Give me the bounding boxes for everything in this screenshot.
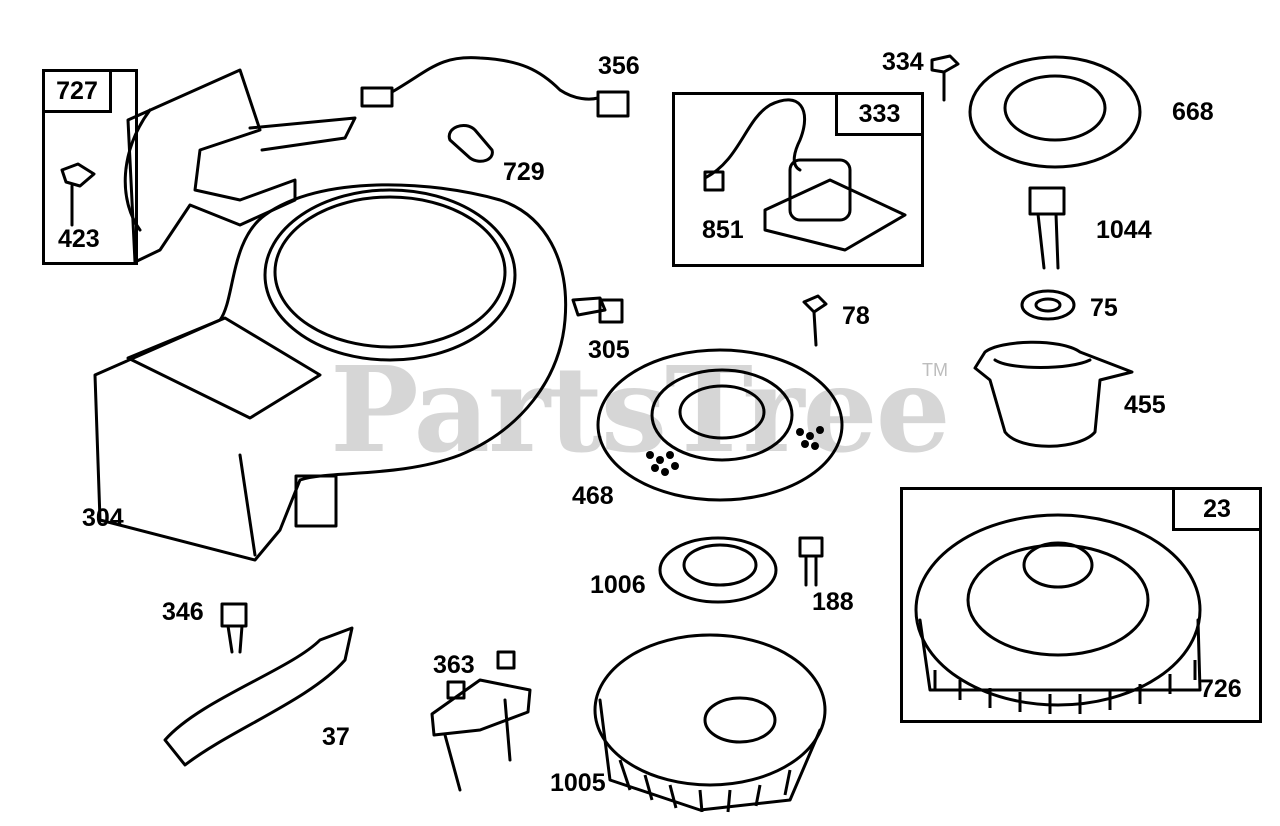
air-guide-37 — [163, 626, 354, 767]
group-frame-23 — [900, 487, 1262, 723]
callout-1006: 1006 — [590, 571, 646, 599]
callout-727: 727 — [42, 69, 112, 113]
baffle-727 — [123, 68, 357, 264]
callout-668: 668 — [1172, 98, 1214, 126]
washer-75 — [1020, 289, 1076, 321]
screw-423 — [60, 162, 96, 227]
callout-304: 304 — [82, 504, 124, 532]
bolt-346 — [220, 602, 248, 654]
grommet-729 — [447, 124, 494, 163]
bolt-188 — [798, 536, 824, 587]
fan-1005 — [593, 633, 827, 812]
group-frame-333 — [672, 92, 924, 267]
bolt-1044 — [1028, 186, 1066, 270]
callout-851: 851 — [702, 216, 744, 244]
wire-356 — [360, 56, 630, 118]
callout-729: 729 — [503, 158, 545, 186]
callout-75: 75 — [1090, 294, 1118, 322]
screw-78 — [802, 294, 828, 347]
watermark: PartsTree — [330, 340, 951, 479]
callout-1005: 1005 — [550, 769, 606, 797]
callout-346: 346 — [162, 598, 204, 626]
retainer-1006 — [658, 536, 778, 604]
fan-1005-fins — [618, 759, 792, 813]
callout-423: 423 — [58, 225, 100, 253]
callout-334: 334 — [882, 48, 924, 76]
bracket-363 — [430, 650, 532, 792]
blower-housing-304 — [93, 183, 568, 562]
screen-468 — [596, 348, 844, 502]
callout-305: 305 — [588, 336, 630, 364]
callout-23: 23 — [1172, 487, 1262, 531]
bolt-305 — [571, 296, 624, 324]
callout-1044: 1044 — [1096, 216, 1152, 244]
ignition-coil-851 — [703, 98, 907, 252]
callout-333: 333 — [835, 92, 924, 136]
screen-468-mesh — [646, 426, 824, 476]
callout-37: 37 — [322, 723, 350, 751]
callout-78: 78 — [842, 302, 870, 330]
flywheel-23-teeth — [933, 660, 1197, 714]
watermark-trademark: TM — [922, 360, 948, 380]
screw-334 — [930, 54, 960, 102]
callout-468: 468 — [572, 482, 614, 510]
cup-455 — [973, 340, 1134, 448]
flywheel-23 — [914, 513, 1202, 707]
callout-356: 356 — [598, 52, 640, 80]
callout-188: 188 — [812, 588, 854, 616]
plate-668 — [968, 55, 1142, 169]
callout-455: 455 — [1124, 391, 1166, 419]
callout-363: 363 — [433, 651, 475, 679]
callout-726: 726 — [1200, 675, 1242, 703]
